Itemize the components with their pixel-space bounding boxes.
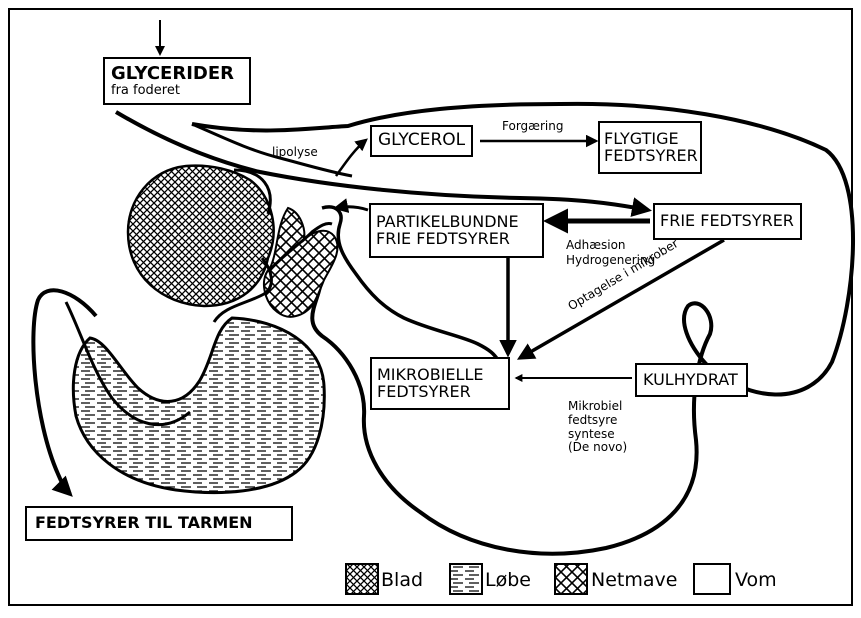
label-lipolyse: lipolyse [272, 146, 318, 160]
kulhydrat-title: KULHYDRAT [643, 372, 746, 389]
legend-label-netmave: Netmave [591, 569, 677, 591]
legend-swatch-blad [346, 564, 378, 594]
legend-label-blad: Blad [381, 569, 423, 591]
label-syntese: Mikrobiel fedtsyre syntese (De novo) [568, 400, 627, 455]
syntese-line1: Mikrobiel [568, 400, 627, 414]
box-glycerol: GLYCEROL [370, 125, 473, 157]
arrow-to-reticulum [336, 207, 368, 210]
glycerol-title: GLYCEROL [378, 132, 471, 150]
legend-label-loebe: Løbe [485, 569, 531, 591]
flygtige-line1: FLYGTIGE [604, 131, 700, 148]
mikrobielle-line1: MIKROBIELLE [377, 367, 508, 384]
box-partikel: PARTIKELBUNDNE FRIE FEDTSYRER [369, 203, 544, 258]
flygtige-line2: FEDTSYRER [604, 148, 700, 165]
box-mikrobielle: MIKROBIELLE FEDTSYRER [370, 357, 510, 410]
legend-label-vom: Vom [735, 569, 777, 591]
label-adhaesion: Adhæsion [566, 239, 626, 253]
box-frie: FRIE FEDTSYRER [653, 203, 802, 240]
legend-swatch-vom [694, 564, 730, 594]
partikel-line1: PARTIKELBUNDNE [376, 214, 542, 231]
legend-swatch-netmave [555, 564, 587, 594]
box-flygtige: FLYGTIGE FEDTSYRER [598, 121, 702, 174]
syntese-line2: fedtsyre [568, 414, 627, 428]
label-forgaering: Forgæring [502, 120, 563, 134]
partikel-line2: FRIE FEDTSYRER [376, 231, 542, 248]
box-tarmen: FEDTSYRER TIL TARMEN [25, 506, 293, 541]
box-kulhydrat: KULHYDRAT [635, 363, 748, 397]
syntese-line4: (De novo) [568, 441, 627, 455]
box-glycerider: GLYCERIDER fra foderet [103, 57, 251, 105]
tarmen-title: FEDTSYRER TIL TARMEN [35, 515, 291, 532]
syntese-line3: syntese [568, 428, 627, 442]
glycerider-subtitle: fra foderet [111, 84, 249, 98]
mikrobielle-line2: FEDTSYRER [377, 384, 508, 401]
glycerider-title: GLYCERIDER [111, 65, 249, 84]
rumen-outline [192, 104, 853, 554]
abomasum-shape [73, 318, 324, 493]
arrow-lipolyse [336, 140, 366, 176]
frie-title: FRIE FEDTSYRER [660, 213, 800, 230]
omasum-shape [128, 166, 274, 306]
legend-swatch-loebe [450, 564, 482, 594]
